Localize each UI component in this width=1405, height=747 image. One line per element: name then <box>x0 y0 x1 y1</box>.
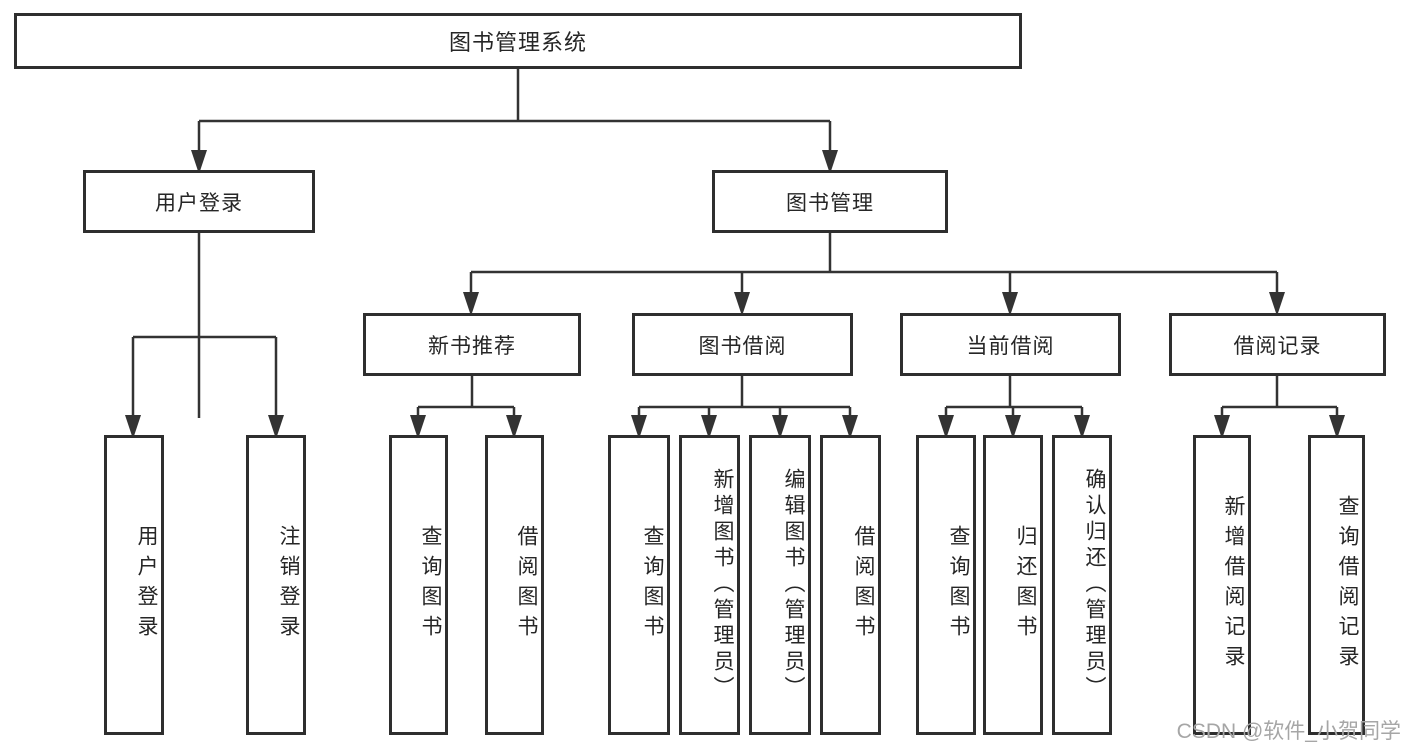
leaf-bb-edit-books-admin: 编辑图书（管理员） <box>749 435 811 735</box>
leaf-bb-query-books: 查询图书 <box>608 435 670 735</box>
node-book-borrowing: 图书借阅 <box>632 313 853 376</box>
leaf-bb-borrow-books: 借阅图书 <box>820 435 881 735</box>
leaf-nbr-borrow-books: 借阅图书 <box>485 435 544 735</box>
node-borrowing-records: 借阅记录 <box>1169 313 1386 376</box>
node-current-borrowing: 当前借阅 <box>900 313 1121 376</box>
leaf-bb-add-books-admin: 新增图书（管理员） <box>679 435 740 735</box>
leaf-br-add-borrow-record: 新增借阅记录 <box>1193 435 1251 735</box>
node-new-book-recommendation: 新书推荐 <box>363 313 581 376</box>
leaf-cb-confirm-return-admin: 确认归还（管理员） <box>1052 435 1112 735</box>
leaf-user-login: 用户登录 <box>104 435 164 735</box>
leaf-cb-query-books: 查询图书 <box>916 435 976 735</box>
leaf-logout-login: 注销登录 <box>246 435 306 735</box>
node-book-management: 图书管理 <box>712 170 948 233</box>
node-library-management-system: 图书管理系统 <box>14 13 1022 69</box>
leaf-br-query-borrow-record: 查询借阅记录 <box>1308 435 1365 735</box>
leaf-nbr-query-books: 查询图书 <box>389 435 448 735</box>
leaf-cb-return-books: 归还图书 <box>983 435 1043 735</box>
csdn-watermark: CSDN @软件_小贺同学 <box>1176 720 1401 743</box>
node-user-login: 用户登录 <box>83 170 315 233</box>
